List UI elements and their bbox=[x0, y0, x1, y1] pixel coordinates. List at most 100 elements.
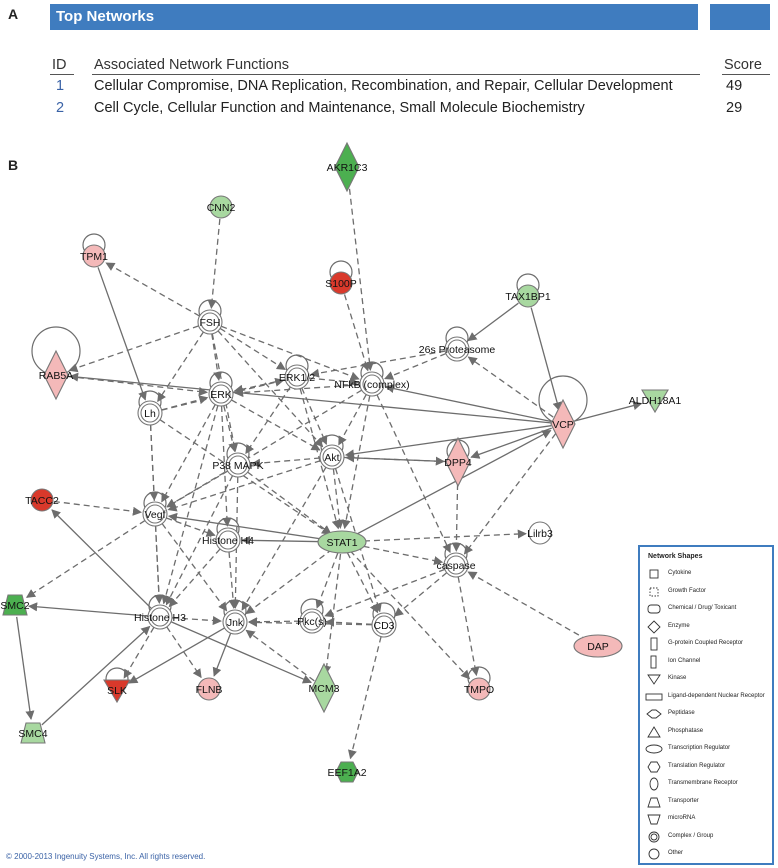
node-tax1bp1[interactable]: TAX1BP1 bbox=[505, 284, 551, 308]
legend-item-enzyme: Enzyme bbox=[640, 619, 772, 636]
node-cnn2[interactable]: CNN2 bbox=[207, 195, 236, 219]
edge-stat1-to-casp bbox=[353, 543, 444, 566]
node-smc2[interactable]: SMC2 bbox=[0, 594, 30, 616]
node-smc4[interactable]: SMC4 bbox=[18, 722, 48, 744]
legend-item-translation-regulator: Translation Regulator bbox=[640, 760, 772, 776]
node-dap[interactable]: DAP bbox=[573, 634, 623, 658]
node-fsh[interactable]: FSH bbox=[197, 309, 223, 335]
node-label: Vegf bbox=[144, 509, 165, 521]
legend-item-peptidase: Peptidase bbox=[640, 707, 772, 723]
edge-stat1-to-jnk bbox=[245, 548, 333, 615]
node-nfkb[interactable]: NFkB (complex) bbox=[334, 371, 410, 397]
edge-casp-to-tmpo bbox=[457, 576, 480, 677]
node-shape bbox=[103, 679, 131, 704]
row1-id[interactable]: 1 bbox=[56, 78, 65, 94]
node-akt[interactable]: Akt bbox=[319, 444, 345, 470]
node-tpm1[interactable]: TPM1 bbox=[80, 244, 108, 268]
node-dpp4[interactable]: DPP4 bbox=[444, 436, 472, 488]
edge-vcp-to-akt bbox=[344, 425, 552, 459]
edge-h3-to-smc2 bbox=[28, 602, 149, 617]
node-label: TMPO bbox=[464, 684, 494, 696]
triangle-up-icon bbox=[644, 725, 664, 739]
top-networks-header-right bbox=[710, 4, 770, 30]
node-tacc2[interactable]: TACC2 bbox=[25, 488, 59, 512]
edge-nfkb-to-stat1 bbox=[341, 395, 371, 530]
node-h4[interactable]: Histone H4 bbox=[202, 527, 254, 553]
node-label: Akt bbox=[324, 452, 339, 464]
node-eef1a2[interactable]: EEF1A2 bbox=[327, 761, 367, 783]
edge-pkc-to-jnk bbox=[248, 617, 301, 627]
node-label: SLK bbox=[107, 685, 127, 697]
node-shape bbox=[30, 488, 54, 512]
node-vcp[interactable]: VCP bbox=[550, 398, 576, 450]
edge-jnk-to-flnb bbox=[212, 632, 232, 677]
node-casp[interactable]: caspase bbox=[436, 552, 476, 578]
edges-layer bbox=[16, 178, 643, 760]
edge-26s-to-nfkb bbox=[384, 352, 447, 380]
row2-id[interactable]: 2 bbox=[56, 100, 65, 116]
edge-stat1-to-tmpo bbox=[349, 550, 471, 680]
node-p38[interactable]: P38 MAPK bbox=[212, 452, 264, 478]
node-lilrb3[interactable]: Lilrb3 bbox=[527, 521, 553, 545]
hexdiamond-icon bbox=[644, 707, 664, 721]
edge-erk-to-vegf bbox=[161, 404, 216, 503]
edge-vegf-to-h3 bbox=[154, 525, 164, 604]
edge-fsh-to-rab5a bbox=[68, 325, 199, 373]
node-s100p[interactable]: S100P bbox=[325, 271, 357, 295]
node-label: SMC2 bbox=[0, 600, 29, 612]
legend-item-microrna: microRNA bbox=[640, 812, 772, 828]
node-shape bbox=[43, 349, 69, 401]
legend-label: Other bbox=[668, 850, 684, 856]
node-rab5a[interactable]: RAB5A bbox=[39, 349, 73, 401]
node-shape-inner bbox=[287, 367, 307, 387]
edge-erk12-to-stat1 bbox=[299, 388, 341, 530]
node-label: FSH bbox=[200, 317, 221, 329]
node-shape-inner bbox=[374, 615, 394, 635]
edge-vcp-to-dpp4 bbox=[470, 427, 552, 459]
node-label: AKR1C3 bbox=[327, 162, 368, 174]
node-erk12[interactable]: ERK1/2 bbox=[279, 364, 315, 390]
dotted-square-icon bbox=[644, 585, 664, 599]
node-shape bbox=[317, 530, 367, 554]
node-cd3[interactable]: CD3 bbox=[371, 612, 397, 638]
node-akr1c3[interactable]: AKR1C3 bbox=[327, 141, 368, 193]
node-aldh18a1[interactable]: ALDH18A1 bbox=[629, 389, 682, 414]
thin-rect-icon bbox=[644, 655, 664, 669]
node-shape bbox=[209, 195, 233, 219]
copyright-notice: © 2000-2013 Ingenuity Systems, Inc. All … bbox=[6, 852, 206, 861]
node-mcm3[interactable]: MCM3 bbox=[309, 662, 340, 714]
node-label: CD3 bbox=[373, 620, 394, 632]
node-slk[interactable]: SLK bbox=[103, 679, 131, 704]
edge-tpm1-to-lh bbox=[97, 267, 147, 401]
node-pkc[interactable]: Pkc(s) bbox=[297, 608, 327, 634]
edge-tax1bp1-to-vcp bbox=[530, 307, 562, 412]
trapezoid-icon bbox=[644, 795, 664, 809]
node-flnb[interactable]: FLNB bbox=[196, 677, 223, 701]
row2-score: 29 bbox=[726, 100, 743, 116]
edge-fsh-to-tpm1 bbox=[105, 262, 200, 317]
node-shape bbox=[445, 436, 471, 488]
edge-stat1-to-lilrb3 bbox=[353, 529, 527, 543]
node-shape-inner bbox=[150, 607, 170, 627]
legend-item-complex-group: Complex / Group bbox=[640, 830, 772, 846]
node-lh[interactable]: Lh bbox=[137, 400, 163, 426]
wide-rect-icon bbox=[644, 690, 664, 704]
node-label: P38 MAPK bbox=[212, 460, 263, 472]
node-26s[interactable]: 26s Proteasome bbox=[419, 336, 496, 362]
legend-label: Ligand-dependent Nuclear Receptor bbox=[668, 692, 765, 699]
node-vegf[interactable]: Vegf bbox=[142, 501, 168, 527]
node-shape-inner bbox=[447, 339, 467, 359]
edge-vcp-to-nfkb bbox=[384, 384, 552, 423]
node-shape bbox=[573, 634, 623, 658]
node-h3[interactable]: Histone H3 bbox=[134, 604, 186, 630]
legend-label: Transporter bbox=[668, 797, 699, 804]
edge-mcm3-to-jnk bbox=[245, 629, 315, 682]
node-erk[interactable]: ERK bbox=[208, 381, 234, 407]
node-label: Lh bbox=[144, 408, 156, 420]
edge-stat1-to-h4 bbox=[241, 535, 331, 545]
node-jnk[interactable]: Jnk bbox=[222, 609, 248, 635]
node-stat1[interactable]: STAT1 bbox=[317, 530, 367, 554]
node-tmpo[interactable]: TMPO bbox=[464, 677, 494, 701]
hexagon-icon bbox=[644, 760, 664, 774]
legend-label: Enzyme bbox=[668, 622, 690, 629]
